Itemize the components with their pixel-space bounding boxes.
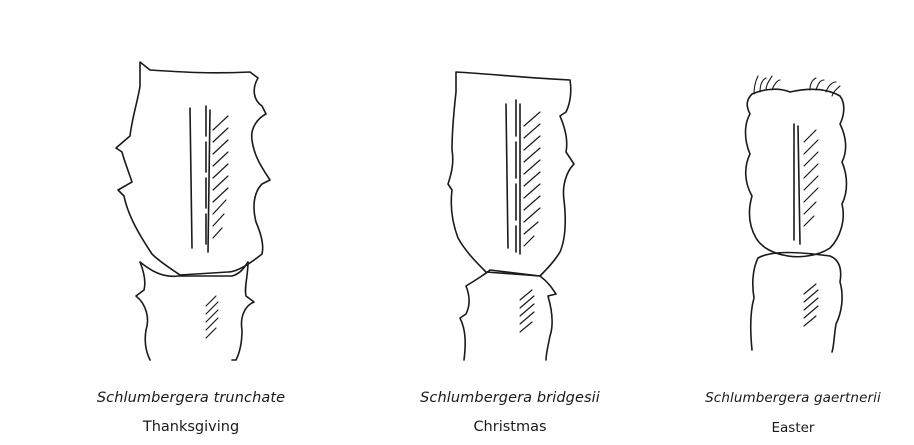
thanksgiving-upper-segment [116, 62, 270, 275]
easter-areole-bristles [754, 76, 840, 96]
easter-lower-segment [751, 253, 842, 353]
species-name-thanksgiving: Schlumbergera trunchate [61, 390, 321, 406]
thanksgiving-segment-drawing [116, 62, 270, 360]
species-name-christmas: Schlumbergera bridgesii [380, 390, 640, 406]
holiday-label-thanksgiving: Thanksgiving [61, 419, 321, 435]
thanksgiving-lower-segment [136, 262, 254, 360]
christmas-hatching [520, 112, 540, 332]
species-name-easter: Schlumbergera gaertnerii [663, 390, 914, 406]
caption-christmas: Schlumbergera bridgesii Christmas [380, 390, 640, 435]
caption-thanksgiving: Schlumbergera trunchate Thanksgiving [61, 390, 321, 435]
holiday-label-easter: Easter [663, 420, 914, 436]
caption-easter: Schlumbergera gaertnerii Easter [663, 390, 914, 436]
christmas-upper-segment [448, 72, 574, 276]
christmas-segment-drawing [448, 72, 574, 360]
easter-segment-drawing [746, 76, 847, 352]
holiday-label-christmas: Christmas [380, 419, 640, 435]
christmas-lower-segment [460, 270, 556, 360]
easter-upper-segment [746, 89, 847, 257]
easter-hatching [804, 130, 818, 326]
